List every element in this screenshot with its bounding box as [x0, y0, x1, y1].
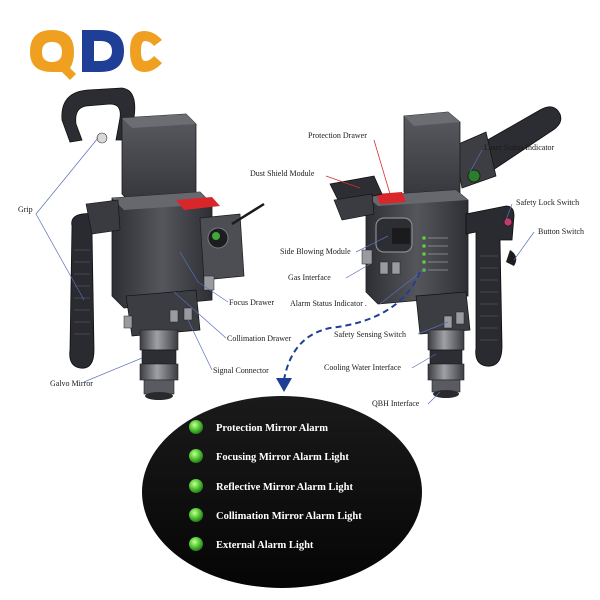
left-red-strip	[176, 197, 220, 210]
logo-letter-q	[30, 30, 76, 80]
label-laser-status: Laser Status Indicator	[484, 143, 555, 152]
right-protection-drawer	[376, 192, 406, 204]
right-device	[329, 106, 562, 398]
right-body-indicator-panel	[422, 236, 448, 272]
label-focus-drawer: Focus Drawer	[229, 298, 274, 307]
leader-lines	[35, 137, 535, 405]
left-lens-barrel	[139, 329, 179, 400]
left-side-grip	[69, 211, 109, 369]
left-top-handle	[61, 87, 136, 143]
alarm-item-label: Collimation Mirror Alarm Light	[216, 511, 362, 522]
label-qbh: QBH Interface	[372, 399, 420, 408]
label-dust-shield: Dust Shield Module	[250, 169, 315, 178]
right-side-grip	[465, 205, 515, 367]
label-safety-sensing: Safety Sensing Switch	[334, 330, 406, 339]
laser-status-led	[467, 169, 481, 183]
alarm-item: External Alarm Light	[189, 537, 314, 551]
alarm-item-label: Protection Mirror Alarm	[216, 423, 328, 434]
green-led-icon	[189, 537, 203, 551]
alarm-item: Reflective Mirror Alarm Light	[189, 479, 353, 493]
label-button-switch: Button Switch	[538, 227, 584, 236]
alarm-item-label: External Alarm Light	[216, 540, 314, 551]
label-protection-drawer: Protection Drawer	[308, 131, 367, 140]
logo-letter-c	[130, 31, 162, 72]
label-grip: Grip	[18, 205, 33, 214]
alarm-item: Focusing Mirror Alarm Light	[189, 449, 349, 463]
alarm-item: Protection Mirror Alarm	[189, 420, 328, 434]
green-led-icon	[189, 420, 203, 434]
left-labels: Grip Galvo Mirror Focus Drawer Collimati…	[18, 205, 292, 388]
company-logo	[30, 30, 162, 80]
alarm-callout-arrow	[276, 271, 421, 392]
button-switch-lever	[506, 250, 517, 266]
right-lens-barrel	[427, 329, 465, 398]
safety-lock-knob	[503, 217, 513, 227]
green-led-icon	[189, 479, 203, 493]
alarm-item-label: Reflective Mirror Alarm Light	[216, 482, 353, 493]
right-labels: Protection Drawer Dust Shield Module Las…	[250, 131, 584, 408]
alarm-panel-background	[142, 396, 422, 588]
label-safety-lock: Safety Lock Switch	[516, 198, 579, 207]
label-collimation-drawer: Collimation Drawer	[227, 334, 292, 343]
label-alarm-status: Alarm Status Indicator .	[290, 299, 367, 308]
alarm-item: Collimation Mirror Alarm Light	[189, 508, 362, 522]
green-led-icon	[189, 508, 203, 522]
alarm-panel: Protection Mirror Alarm Focusing Mirror …	[142, 396, 422, 588]
label-side-blowing: Side Blowing Module	[280, 247, 351, 256]
logo-letter-d	[82, 30, 124, 72]
alarm-item-label: Focusing Mirror Alarm Light	[216, 452, 349, 463]
label-signal-connector: Signal Connector	[213, 366, 269, 375]
label-galvo-mirror: Galvo Mirror	[50, 379, 93, 388]
label-cooling-water: Cooling Water Interface	[324, 363, 401, 372]
label-gas-interface: Gas Interface	[288, 273, 331, 282]
right-top-handle	[469, 106, 562, 173]
green-led-icon	[189, 449, 203, 463]
left-device	[61, 87, 265, 400]
